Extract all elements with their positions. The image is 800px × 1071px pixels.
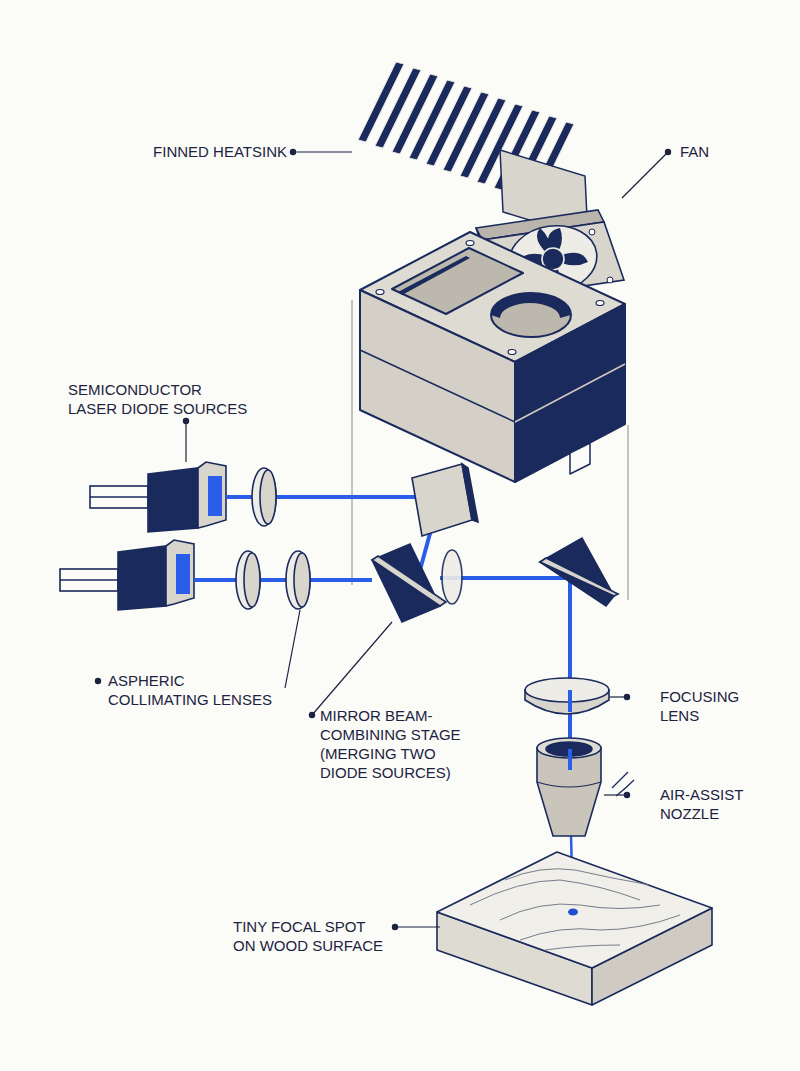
part-label: ASPHERIC COLLIMATING LENSES <box>108 671 280 709</box>
laser-diodes <box>60 462 226 610</box>
part-label: TINY FOCAL SPOT ON WOOD SURFACE <box>233 917 389 955</box>
part-label: FOCUSING LENS <box>660 687 755 725</box>
part-label: MIRROR BEAM-COMBINING STAGE (MERGING TWO… <box>320 706 468 782</box>
housing-block <box>360 232 625 482</box>
part-label: SEMICONDUCTOR LASER DIODE SOURCES <box>68 380 253 418</box>
heatsink-drawing <box>358 62 588 238</box>
part-label: FAN <box>680 142 740 161</box>
wood-block <box>437 852 712 1005</box>
mirrors <box>372 464 618 622</box>
collimating-lenses <box>236 468 310 609</box>
part-label: AIR-ASSIST NOZZLE <box>660 785 755 823</box>
leader-lines <box>95 149 670 929</box>
focusing-lens <box>525 678 609 714</box>
part-label: FINNED HEATSINK <box>140 142 287 161</box>
air-assist-nozzle <box>537 738 634 836</box>
